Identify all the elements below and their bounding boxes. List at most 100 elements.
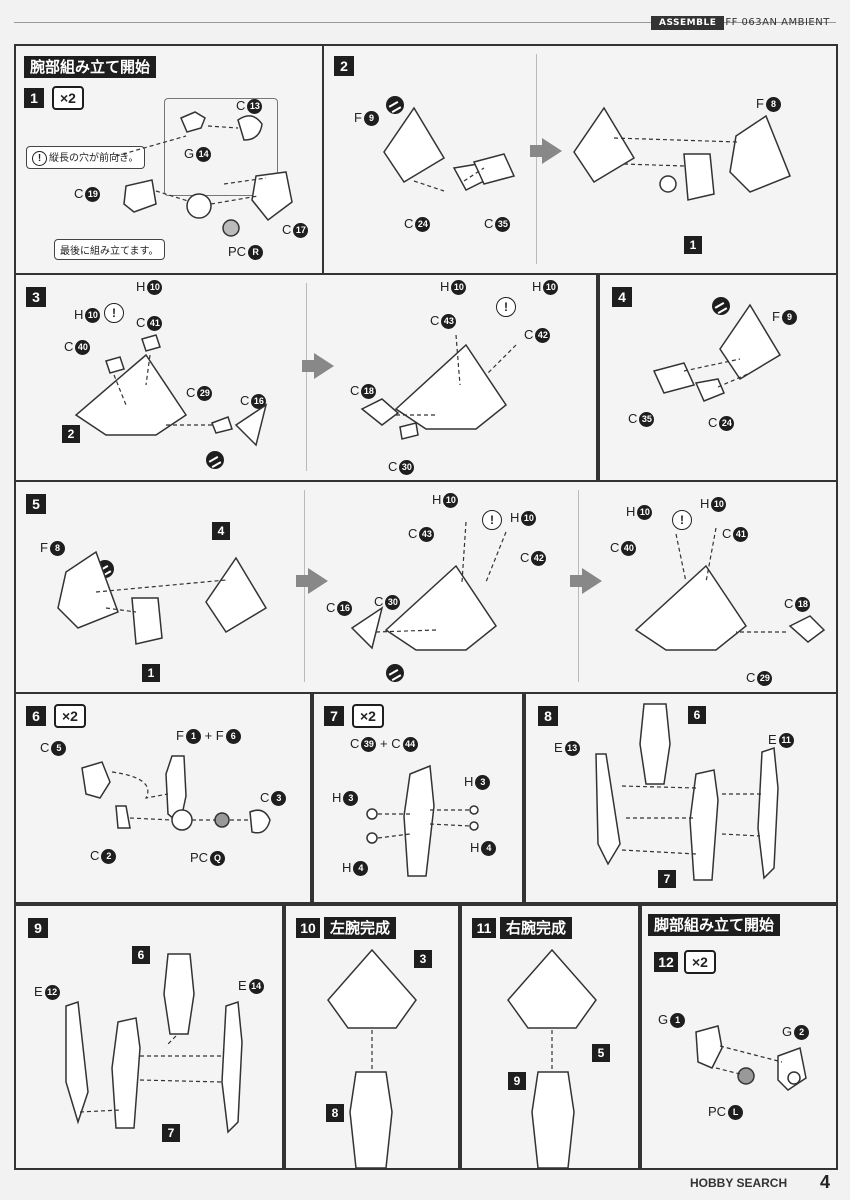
- step-number: 7: [324, 706, 344, 726]
- step-number: 12: [654, 952, 678, 972]
- shoulder-plate-drawing: [652, 303, 782, 402]
- subassembly-ref: 7: [658, 870, 676, 888]
- cement-icon: [206, 451, 224, 469]
- step-number: 4: [612, 287, 632, 307]
- note-assemble-last: 最後に組み立てます。: [54, 239, 165, 260]
- page-number: 4: [820, 1172, 831, 1192]
- subassembly-ref: 4: [212, 522, 230, 540]
- elbow-drawing: [81, 755, 271, 834]
- hobby-search-logo: HOBBY SEARCH: [690, 1176, 788, 1190]
- step-number: 9: [28, 918, 48, 938]
- multiplier-badge: ×2: [352, 704, 384, 728]
- step-number: 11: [472, 918, 496, 938]
- subassembly-ref: 8: [326, 1104, 344, 1122]
- subassembly-ref: 1: [684, 236, 702, 254]
- step-number: 8: [538, 706, 558, 726]
- arm-parts-drawing: [115, 111, 293, 237]
- next-arrow-icon: [570, 568, 602, 594]
- divider: [306, 283, 307, 471]
- section-title-leg: 脚部組み立て開始: [648, 914, 781, 936]
- subassembly-ref: 5: [592, 1044, 610, 1062]
- subassembly-ref: 6: [688, 706, 706, 724]
- subassembly-ref: 1: [142, 664, 160, 682]
- multiplier-badge: ×2: [684, 950, 716, 974]
- warning-icon: !: [32, 150, 47, 166]
- detail-inset: [164, 98, 278, 196]
- step-number: 3: [26, 287, 46, 307]
- step-number: 1: [24, 88, 44, 108]
- divider: [536, 54, 537, 264]
- model-name: BFF 063AN AMBIENT: [718, 17, 830, 28]
- section-title-left-arm: 左腕完成: [324, 917, 397, 939]
- leg-joint-drawing: [695, 1025, 807, 1091]
- warning-icon: !: [482, 510, 502, 530]
- note-text: 最後に組み立てます。: [60, 246, 159, 257]
- arm-armor-drawing: [595, 703, 779, 881]
- panel-step-10: 10 左腕完成 3 8: [284, 904, 460, 1170]
- next-arrow-icon: [530, 138, 562, 164]
- multiplier-badge: ×2: [52, 86, 84, 110]
- next-arrow-icon: [296, 568, 328, 594]
- step-number: 10: [296, 918, 320, 938]
- subassembly-ref: 6: [132, 946, 150, 964]
- right-arm-drawing: [507, 948, 597, 1168]
- panel-step-11: 11 右腕完成 5 9: [460, 904, 640, 1170]
- subassembly-ref: 2: [62, 425, 80, 443]
- section-title-arm: 腕部組み立て開始: [24, 56, 157, 78]
- assemble-label: ASSEMBLE: [651, 16, 725, 30]
- shoulder-assembly-drawing: [57, 521, 826, 651]
- warning-icon: !: [104, 303, 124, 323]
- forearm-drawing: [366, 764, 479, 877]
- subassembly-ref: 7: [162, 1124, 180, 1142]
- header-rule: [14, 22, 836, 23]
